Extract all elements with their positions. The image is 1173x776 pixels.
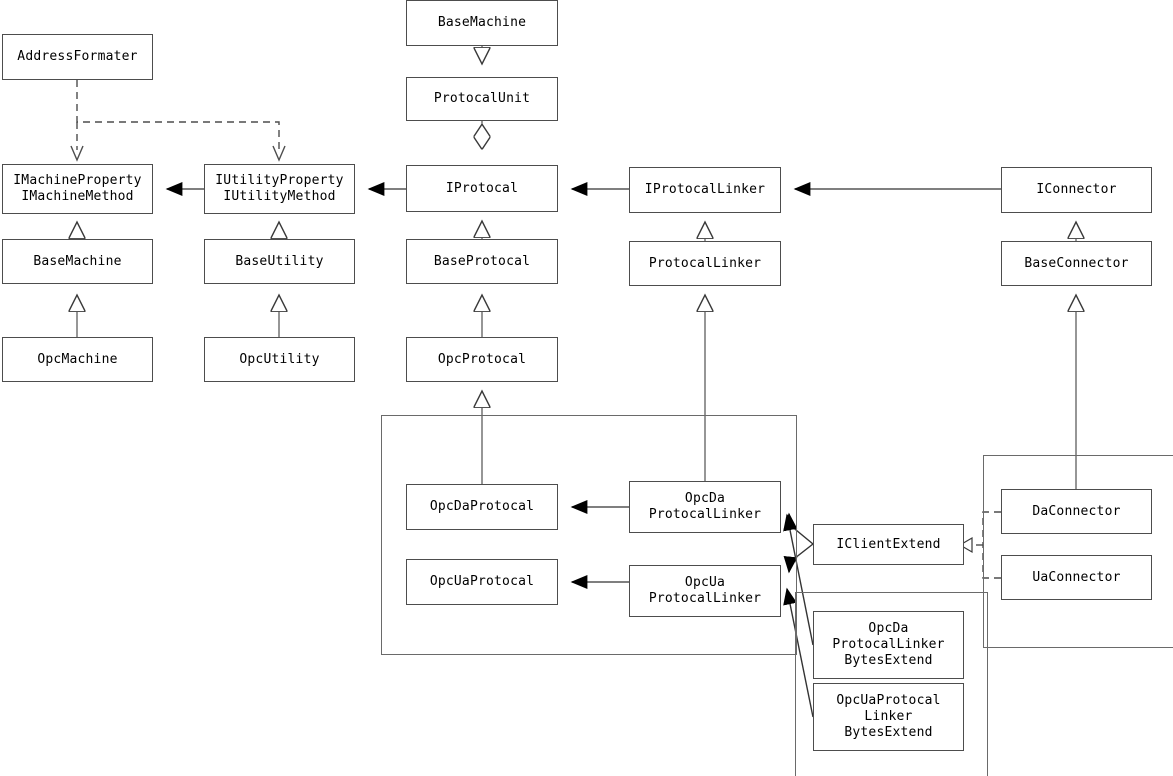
class-label: IClientExtend <box>836 536 941 552</box>
class-label: OpcUa ProtocalLinker <box>648 575 762 606</box>
class-label: IUtilityProperty IUtilityMethod <box>215 173 344 204</box>
class-label: BaseProtocal <box>433 253 531 269</box>
class-node-OpcProtocal[interactable]: OpcProtocal <box>406 337 558 382</box>
class-node-BaseUtility[interactable]: BaseUtility <box>204 239 355 284</box>
class-node-IMachineProperty[interactable]: IMachineProperty IMachineMethod <box>2 164 153 214</box>
class-node-ProtocalLinker[interactable]: ProtocalLinker <box>629 241 781 286</box>
class-node-BaseMachineTop[interactable]: BaseMachine <box>406 0 558 46</box>
class-label: ProtocalLinker <box>648 255 762 271</box>
class-node-IClientExtend[interactable]: IClientExtend <box>813 524 964 565</box>
class-node-IProtocal[interactable]: IProtocal <box>406 165 558 212</box>
class-node-IUtilityProperty[interactable]: IUtilityProperty IUtilityMethod <box>204 164 355 214</box>
class-label: IConnector <box>1036 182 1117 197</box>
class-label: DaConnector <box>1032 503 1121 519</box>
class-label: OpcDa ProtocalLinker BytesExtend <box>832 621 945 668</box>
class-node-DaConnector[interactable]: DaConnector <box>1001 489 1152 534</box>
class-label: OpcProtocal <box>437 351 527 367</box>
class-label: BaseMachine <box>437 15 527 30</box>
group-opc-protocal-container <box>381 415 797 655</box>
class-label: ProtocalUnit <box>433 91 531 106</box>
class-label: BaseConnector <box>1024 255 1129 271</box>
class-label: OpcDaProtocal <box>429 499 535 514</box>
class-node-BaseProtocal[interactable]: BaseProtocal <box>406 239 558 284</box>
class-node-OpcDaProtocalLinker[interactable]: OpcDa ProtocalLinker <box>629 481 781 533</box>
class-label: OpcUaProtocal <box>429 574 535 589</box>
group-connectors-container <box>983 455 1173 648</box>
class-label: IMachineProperty IMachineMethod <box>13 173 142 204</box>
class-node-OpcUtility[interactable]: OpcUtility <box>204 337 355 382</box>
class-label: BaseMachine <box>33 253 122 269</box>
class-label: IProtocalLinker <box>644 182 766 197</box>
class-label: BaseUtility <box>235 253 324 269</box>
class-node-OpcUaProtocalLinkerBytesExtend[interactable]: OpcUaProtocal Linker BytesExtend <box>813 683 964 751</box>
class-label: OpcDa ProtocalLinker <box>648 491 762 522</box>
class-node-OpcDaProtocalLinkerBytesExtend[interactable]: OpcDa ProtocalLinker BytesExtend <box>813 611 964 679</box>
class-node-OpcUaProtocal[interactable]: OpcUaProtocal <box>406 559 558 605</box>
class-label: OpcUaProtocal Linker BytesExtend <box>836 693 941 740</box>
class-node-IProtocalLinker[interactable]: IProtocalLinker <box>629 167 781 213</box>
class-node-OpcUaProtocalLinker[interactable]: OpcUa ProtocalLinker <box>629 565 781 617</box>
class-node-AddressFormater[interactable]: AddressFormater <box>2 34 153 80</box>
group-bytes-extend-container <box>795 592 988 776</box>
class-node-IConnector[interactable]: IConnector <box>1001 167 1152 213</box>
class-label: IProtocal <box>445 180 519 196</box>
class-label: OpcUtility <box>239 351 320 367</box>
class-node-BaseConnector[interactable]: BaseConnector <box>1001 241 1152 286</box>
class-node-UaConnector[interactable]: UaConnector <box>1001 555 1152 600</box>
class-node-OpcDaProtocal[interactable]: OpcDaProtocal <box>406 484 558 530</box>
class-node-OpcMachine[interactable]: OpcMachine <box>2 337 153 382</box>
class-label: OpcMachine <box>37 351 118 367</box>
class-label: AddressFormater <box>17 49 138 64</box>
class-label: UaConnector <box>1032 569 1121 585</box>
class-node-BaseMachine[interactable]: BaseMachine <box>2 239 153 284</box>
class-node-ProtocalUnit[interactable]: ProtocalUnit <box>406 77 558 121</box>
